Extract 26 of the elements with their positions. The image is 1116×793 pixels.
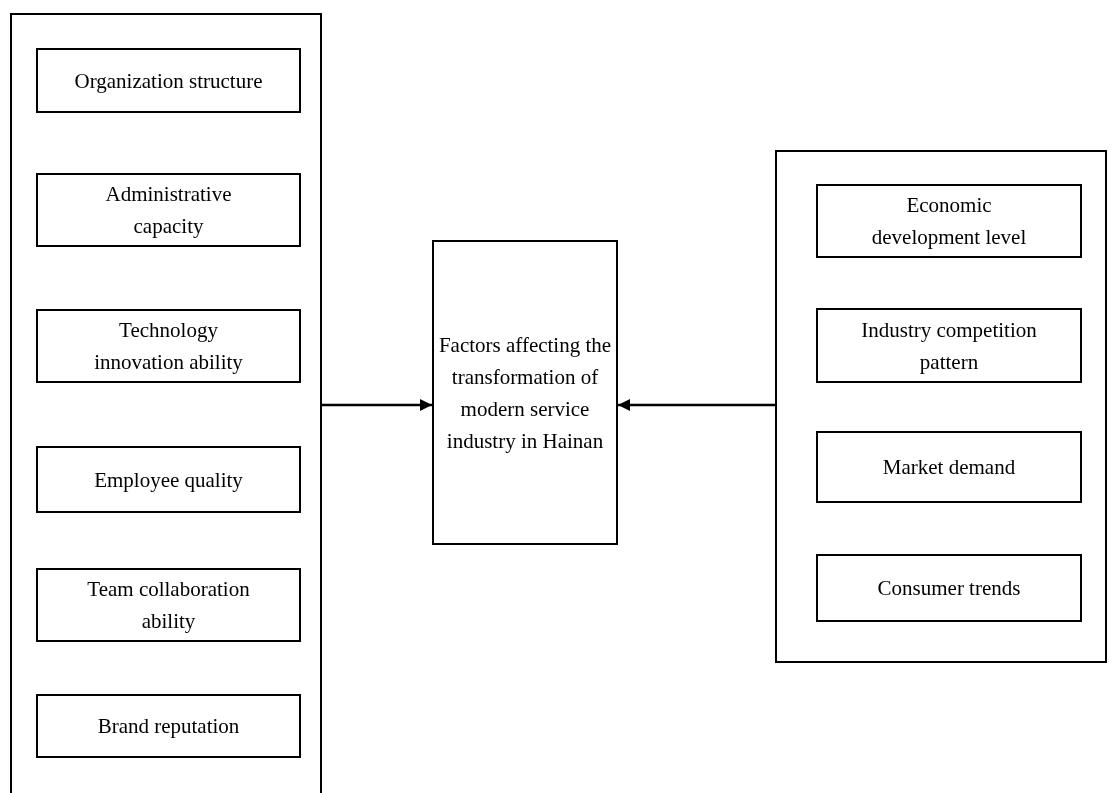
box-text: Technology innovation ability bbox=[93, 317, 244, 376]
box-text: Economic development level bbox=[870, 192, 1028, 251]
group-box bbox=[775, 150, 1107, 663]
arrow bbox=[322, 399, 432, 411]
factor-box bbox=[36, 694, 301, 758]
box-text: Factors affecting the transformation of modern service industry in Hainan bbox=[437, 331, 613, 455]
factor-box bbox=[816, 431, 1082, 503]
box-text: Consumer trends bbox=[877, 575, 1021, 602]
factor-box bbox=[36, 446, 301, 513]
factor-box bbox=[36, 568, 301, 642]
factor-box bbox=[36, 173, 301, 247]
box-text: Organization structure bbox=[74, 67, 263, 95]
factor-box bbox=[432, 240, 618, 545]
box-text: Market demand bbox=[882, 454, 1016, 481]
group-box bbox=[10, 13, 322, 793]
factor-box bbox=[36, 309, 301, 383]
box-text: Team collaboration ability bbox=[86, 576, 251, 635]
arrow bbox=[618, 399, 775, 411]
box-text: Administrative capacity bbox=[104, 181, 233, 240]
box-text: Brand reputation bbox=[97, 713, 240, 740]
box-text: Employee quality bbox=[94, 466, 243, 494]
factor-box bbox=[36, 48, 301, 113]
box-text: Industry competition pattern bbox=[860, 316, 1038, 376]
factor-box bbox=[816, 184, 1082, 258]
factor-box bbox=[816, 308, 1082, 383]
factor-box bbox=[816, 554, 1082, 622]
